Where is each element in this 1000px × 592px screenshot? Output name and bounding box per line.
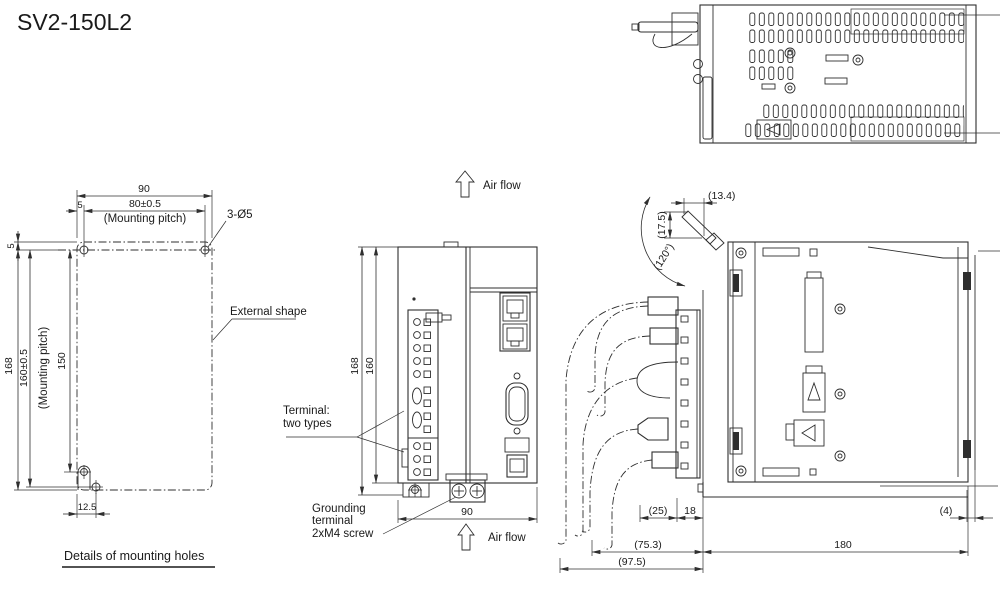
usb-connector: [504, 437, 530, 478]
dim-mounting-pitch-v: 160±0.5: [18, 349, 30, 387]
cable-connectors: [636, 290, 704, 482]
label-airflow-top: Air flow: [483, 180, 521, 192]
drawing-title: SV2-150L2: [17, 9, 132, 35]
dim-overall-width: 90: [138, 183, 150, 195]
dim-overall-front: (97.5): [618, 556, 645, 568]
dim-mounting-pitch-h: 80±0.5: [129, 198, 161, 210]
airflow-up-arrow-icon-bottom: [457, 523, 475, 551]
dim-inner-height: 150: [56, 352, 68, 370]
cables: [557, 301, 653, 550]
label-ground-line3: 2xM4 screw: [312, 528, 374, 540]
label-terminal-line1: Terminal:: [283, 405, 330, 417]
label-airflow-bottom: Air flow: [488, 532, 526, 544]
base-foot: [402, 482, 430, 498]
dim-edge-vertical: 5: [6, 243, 17, 248]
dim-foot-depth: 18: [684, 505, 696, 517]
label-holes: 3-Ø5: [227, 209, 253, 221]
caption-mounting-holes: Details of mounting holes: [64, 549, 204, 563]
ethernet-ports: [499, 292, 531, 352]
front-view: Air flow: [283, 170, 538, 551]
dim-rail-gap: (4): [940, 505, 953, 517]
dim-notch-offset: 12.5: [78, 502, 97, 513]
label-mounting-pitch-v: (Mounting pitch): [38, 327, 50, 410]
mounting-slot-bottom: [77, 465, 91, 490]
dim-front-clearance: (25): [649, 505, 668, 517]
dim-edge-horizontal: 5: [77, 200, 82, 211]
label-ground-line1: Grounding: [312, 503, 366, 515]
label-ground-line2: terminal: [312, 515, 353, 527]
dim-cable-clearance: (75.3): [634, 539, 661, 551]
io-connector: [505, 372, 529, 435]
dim-front-height: 168: [349, 357, 361, 375]
release-lever: [631, 12, 703, 84]
release-lever-rotated: [681, 210, 725, 251]
airflow-up-arrow-icon-top: [455, 170, 475, 198]
dim-lever-height: (17.5): [656, 211, 668, 238]
side-view: (13.4) (17.5) (120°): [557, 190, 1000, 573]
label-mounting-pitch-h: (Mounting pitch): [104, 213, 187, 225]
dim-front-body-height: 160: [364, 357, 376, 375]
dim-depth: 180: [834, 539, 852, 551]
top-view: [631, 4, 1000, 144]
grounding-terminal: [445, 473, 488, 503]
mounting-detail-view: 90 5 80±0.5 (Mounting pitch) 3-Ø5 5 168 …: [3, 183, 307, 568]
dim-overall-height: 168: [3, 357, 15, 375]
dim-lever-angle: (120°): [651, 242, 676, 273]
label-terminal-line2: two types: [283, 418, 332, 430]
label-external-shape: External shape: [230, 306, 307, 318]
terminal-block: [401, 309, 452, 481]
dim-front-width: 90: [461, 506, 473, 518]
dim-lever-width: (13.4): [708, 190, 735, 202]
